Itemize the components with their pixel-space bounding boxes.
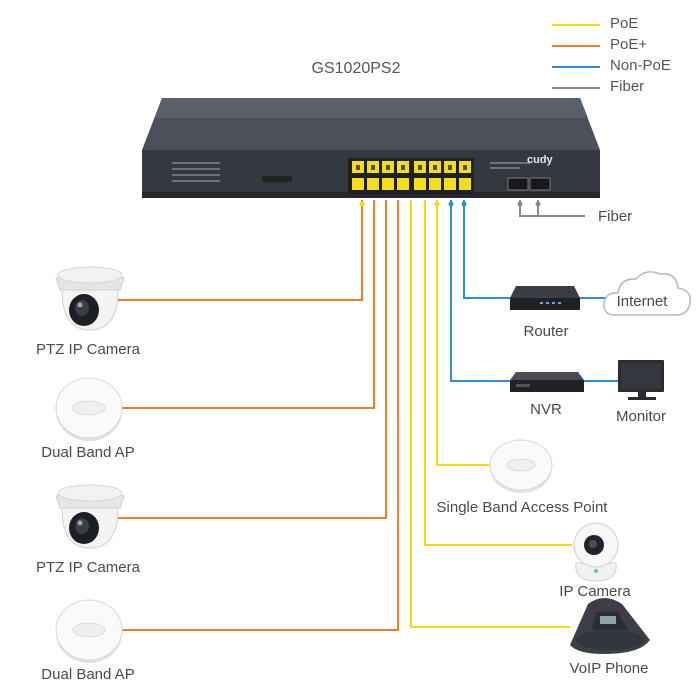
switch-model-title: GS1020PS2 <box>311 60 401 77</box>
label-internet: Internet <box>616 293 668 310</box>
label-nvr: NVR <box>530 401 562 418</box>
label-dual-band-ap-2: Dual Band AP <box>41 666 135 683</box>
ceiling-ap-icon <box>489 439 553 493</box>
port-dots <box>359 201 541 207</box>
link-router <box>463 200 512 299</box>
legend-swatch-non-poe <box>552 66 600 68</box>
label-monitor: Monitor <box>615 408 667 425</box>
poe-switch-icon <box>142 98 600 198</box>
switch-brand-logo: cudy <box>527 154 553 166</box>
label-voip-phone: VoIP Phone <box>569 660 649 677</box>
router-icon <box>510 286 580 310</box>
link-ptz-camera-2 <box>115 200 387 519</box>
legend-label-fiber: Fiber <box>610 78 645 95</box>
link-fiber <box>519 200 585 217</box>
label-ptz-camera-1: PTZ IP Camera <box>36 341 140 358</box>
dome-camera-icon <box>55 484 125 549</box>
legend-label-poe: PoE <box>610 15 639 32</box>
label-fiber: Fiber <box>598 208 633 225</box>
link-nvr <box>450 200 512 382</box>
label-ptz-camera-2: PTZ IP Camera <box>36 559 140 576</box>
link-ptz-camera-1 <box>115 200 363 301</box>
ceiling-ap-icon <box>55 377 123 441</box>
legend-label-poe-plus: PoE+ <box>610 36 648 53</box>
label-dual-band-ap-1: Dual Band AP <box>41 444 135 461</box>
monitor-icon <box>618 360 664 400</box>
legend-swatch-poe-plus <box>552 45 600 47</box>
cloud-icon <box>603 271 691 316</box>
link-dual-band-ap-1 <box>122 200 375 409</box>
link-voip-phone <box>410 200 570 628</box>
link-dual-band-ap-2 <box>122 200 399 631</box>
legend-swatch-fiber <box>552 87 600 89</box>
conference-phone-icon <box>570 598 650 654</box>
label-router: Router <box>523 323 569 340</box>
link-access-point <box>436 200 492 466</box>
indoor-camera-icon <box>573 522 619 582</box>
ceiling-ap-icon <box>55 599 123 663</box>
legend-label-non-poe: Non-PoE <box>610 57 671 74</box>
legend-swatch-poe <box>552 24 600 26</box>
link-ip-camera <box>424 200 572 546</box>
dome-camera-icon <box>55 266 125 331</box>
label-ip-camera: IP Camera <box>559 583 631 600</box>
label-access-point: Single Band Access Point <box>436 499 608 516</box>
nvr-icon <box>510 372 584 392</box>
